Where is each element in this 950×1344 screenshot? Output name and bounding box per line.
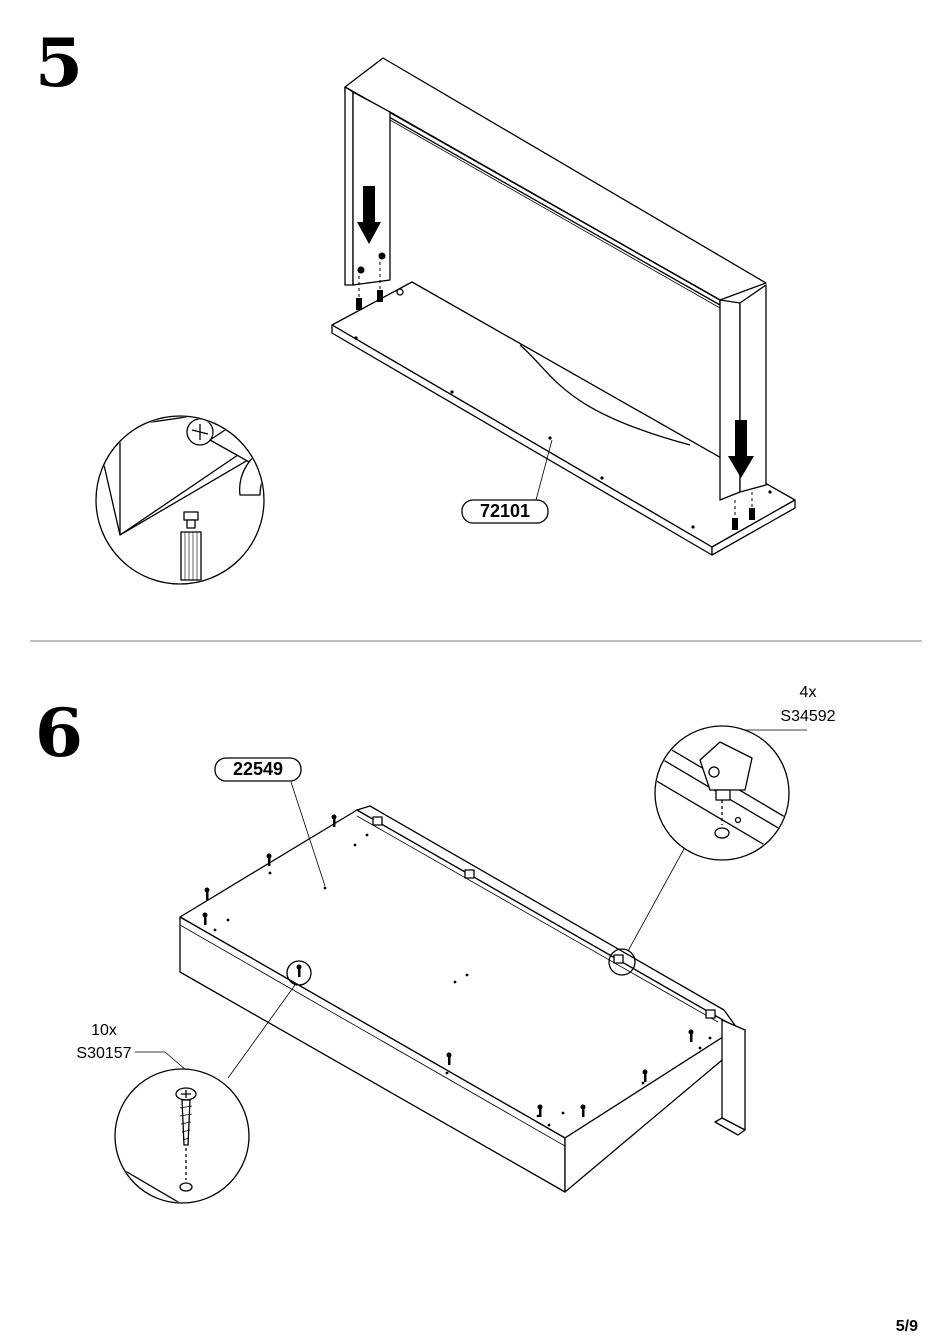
hardware-code: S34592 xyxy=(770,707,846,726)
hardware-code: S30157 xyxy=(66,1044,142,1063)
hardware-quantity: 10x xyxy=(76,1021,132,1040)
step5-drawing xyxy=(96,58,795,584)
step6-drawing xyxy=(115,726,807,1260)
cam-lock-detail xyxy=(655,726,790,860)
page-number: 5/9 xyxy=(896,1318,918,1336)
step-number: 5 xyxy=(35,30,83,96)
board-22549 xyxy=(180,806,745,1192)
part-label: 22549 xyxy=(215,758,301,780)
detail-circle-cam-screw xyxy=(96,410,370,584)
part-label: 72101 xyxy=(462,500,548,522)
screw-detail xyxy=(115,1069,260,1260)
hardware-quantity: 4x xyxy=(780,683,836,702)
step-number: 6 xyxy=(35,700,83,766)
